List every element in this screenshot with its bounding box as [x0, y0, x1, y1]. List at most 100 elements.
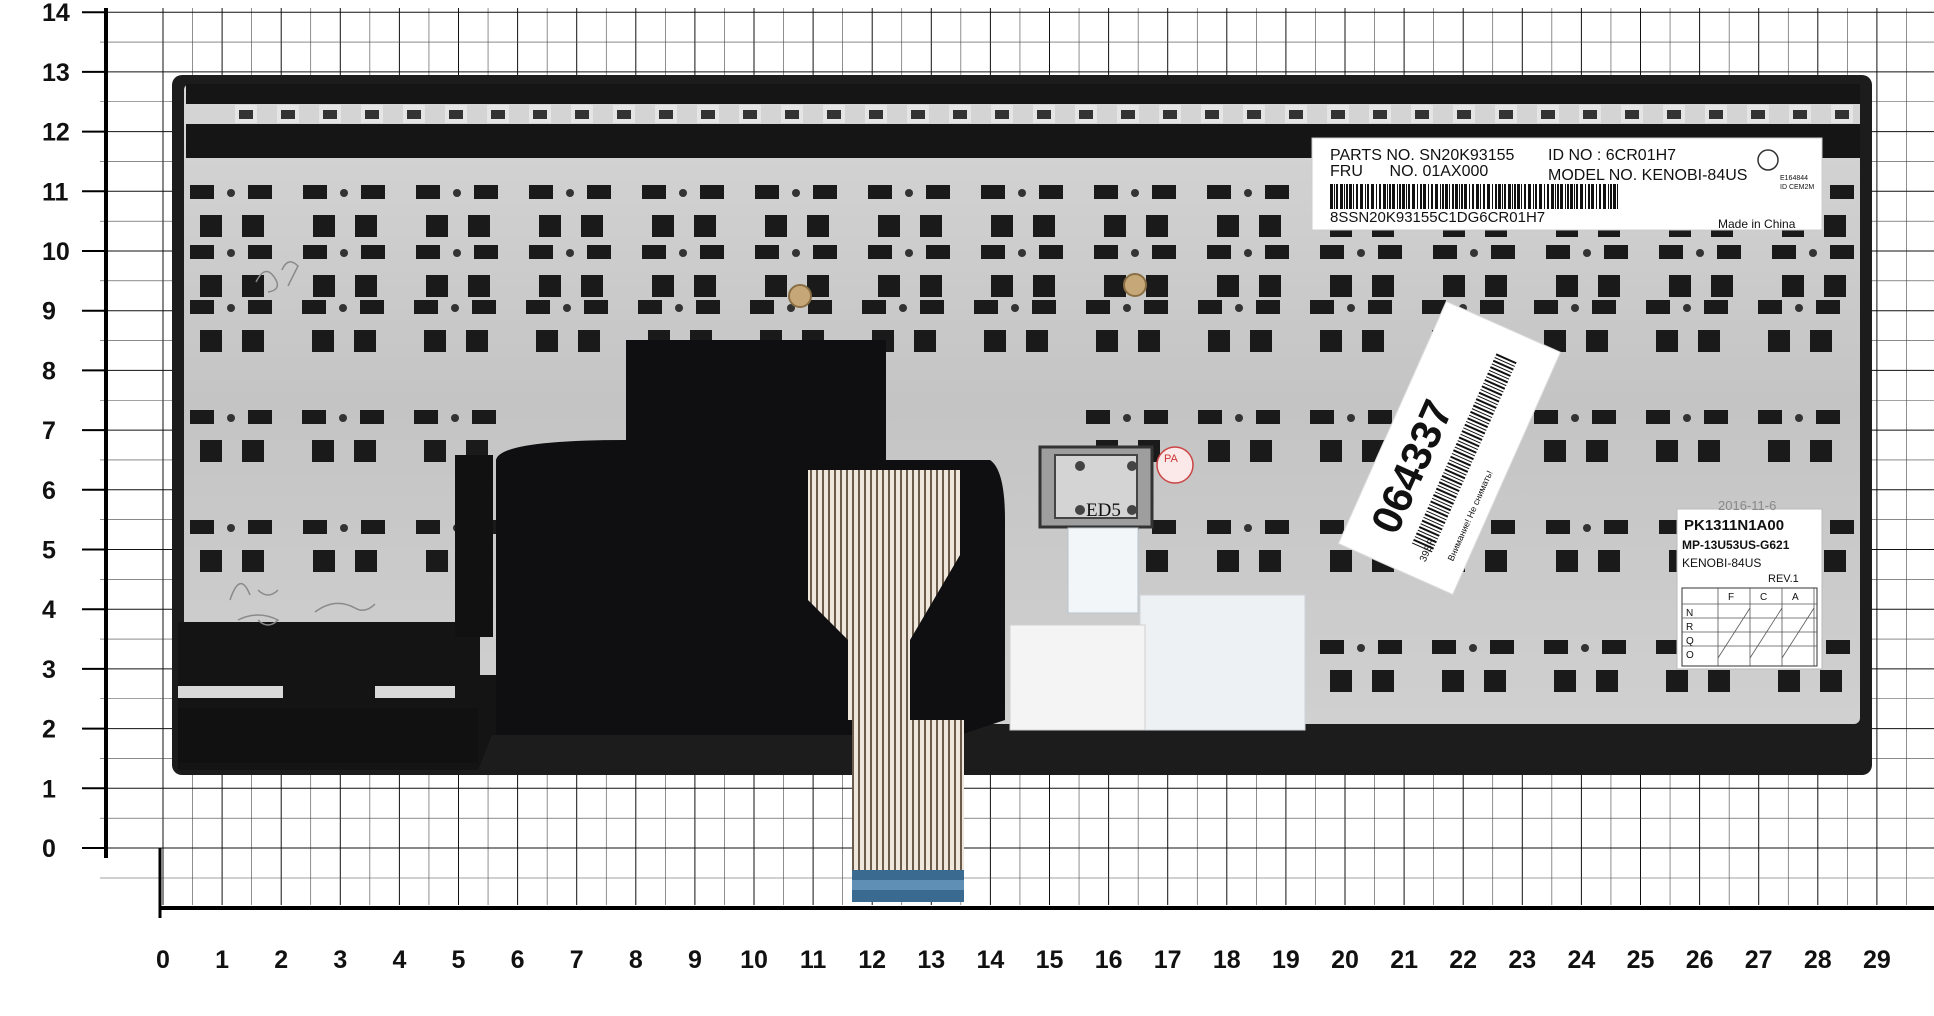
top-tab-slot	[911, 110, 925, 119]
key-mount	[526, 300, 608, 352]
barcode-bar	[1528, 184, 1531, 209]
key-hook	[1362, 330, 1384, 352]
key-hook	[1146, 550, 1168, 572]
side-label-rev: REV.1	[1768, 573, 1799, 585]
y-tick-label: 5	[42, 537, 56, 565]
key-clip	[926, 245, 950, 259]
barcode-bar	[1517, 184, 1520, 209]
model-number: MODEL NO. KENOBI-84US	[1548, 167, 1747, 184]
key-mount	[1534, 410, 1616, 462]
key-clip	[813, 185, 837, 199]
key-mount	[190, 300, 272, 352]
key-clip	[248, 300, 272, 314]
key-clip	[1310, 300, 1334, 314]
key-mount	[1207, 520, 1289, 572]
barcode-bar	[1514, 184, 1516, 209]
key-mount	[1207, 185, 1289, 237]
x-tick-label: 6	[511, 946, 525, 974]
barcode-bar	[1435, 184, 1438, 209]
key-hook	[200, 330, 222, 352]
key-mount	[416, 245, 498, 297]
y-tick-label: 9	[42, 298, 56, 326]
key-mount	[303, 520, 385, 572]
side-label-model: KENOBI-84US	[1682, 556, 1761, 570]
key-hook	[1824, 550, 1846, 572]
key-hook	[242, 215, 264, 237]
key-clip	[1491, 520, 1515, 534]
key-mount	[190, 520, 272, 572]
barcode-bar	[1423, 516, 1444, 527]
key-clip	[1378, 245, 1402, 259]
x-tick-label: 8	[629, 946, 643, 974]
key-clip	[303, 520, 327, 534]
x-tick-label: 24	[1567, 946, 1595, 974]
x-tick-label: 0	[156, 946, 170, 974]
barcode-bar	[1596, 184, 1597, 209]
connector-bracket-inner	[1054, 454, 1138, 519]
y-tick-label: 14	[42, 0, 70, 27]
key-clip	[190, 520, 214, 534]
ribbon-cable-tail	[852, 720, 964, 875]
x-tick-label: 20	[1331, 946, 1359, 974]
x-tick-label: 13	[917, 946, 945, 974]
key-hook	[1656, 330, 1678, 352]
key-clip	[1265, 520, 1289, 534]
barcode-bar	[1442, 184, 1444, 209]
barcode-bar	[1431, 497, 1453, 508]
key-hook	[1485, 550, 1507, 572]
top-tab-slot	[407, 110, 421, 119]
key-clip	[1717, 245, 1741, 259]
x-tick-label: 2	[274, 946, 288, 974]
barcode-bar	[1539, 184, 1542, 209]
barcode-bar	[1349, 184, 1352, 209]
x-tick-label: 23	[1508, 946, 1536, 974]
key-mount	[416, 185, 498, 237]
key-clip	[302, 410, 326, 424]
x-tick-label: 10	[740, 946, 768, 974]
top-tab-slot	[491, 110, 505, 119]
key-hook	[1824, 275, 1846, 297]
barcode-bar	[1414, 536, 1436, 546]
qc-check-slash	[1781, 607, 1815, 659]
mount-hole	[1683, 414, 1691, 422]
key-mount	[1758, 410, 1840, 462]
key-clip	[190, 410, 214, 424]
barcode-bar	[1379, 184, 1381, 209]
key-hook	[536, 330, 558, 352]
brass-standoff	[788, 284, 812, 308]
key-clip	[1602, 640, 1626, 654]
key-hook	[1556, 550, 1578, 572]
top-tab-slot	[743, 110, 757, 119]
key-clip	[472, 410, 496, 424]
top-tab-slot	[1625, 110, 1639, 119]
qc-row-label: R	[1686, 622, 1693, 633]
barcode-bar	[1448, 459, 1470, 470]
key-clip	[1758, 300, 1782, 314]
key-clip	[868, 185, 892, 199]
key-clip	[414, 300, 438, 314]
key-hook	[1544, 330, 1566, 352]
key-clip	[472, 300, 496, 314]
top-tab-slot	[659, 110, 673, 119]
key-clip	[1604, 520, 1628, 534]
key-mount	[755, 185, 837, 237]
parts-number: PARTS NO. SN20K93155	[1330, 147, 1514, 164]
key-clip	[1772, 245, 1796, 259]
top-tab-slot	[1247, 110, 1261, 119]
top-tab-slot	[701, 110, 715, 119]
barcode-bar	[1524, 184, 1526, 209]
key-hook	[920, 275, 942, 297]
mount-hole	[339, 304, 347, 312]
x-tick-label: 17	[1154, 946, 1182, 974]
key-hook	[1810, 440, 1832, 462]
barcode-bar	[1427, 506, 1449, 518]
key-hook	[539, 275, 561, 297]
key-clip	[303, 185, 327, 199]
key-clip	[248, 410, 272, 424]
mount-hole	[1018, 189, 1026, 197]
key-clip	[1544, 640, 1568, 654]
key-hook	[1033, 215, 1055, 237]
key-clip	[248, 185, 272, 199]
x-tick-label: 1	[215, 946, 229, 974]
